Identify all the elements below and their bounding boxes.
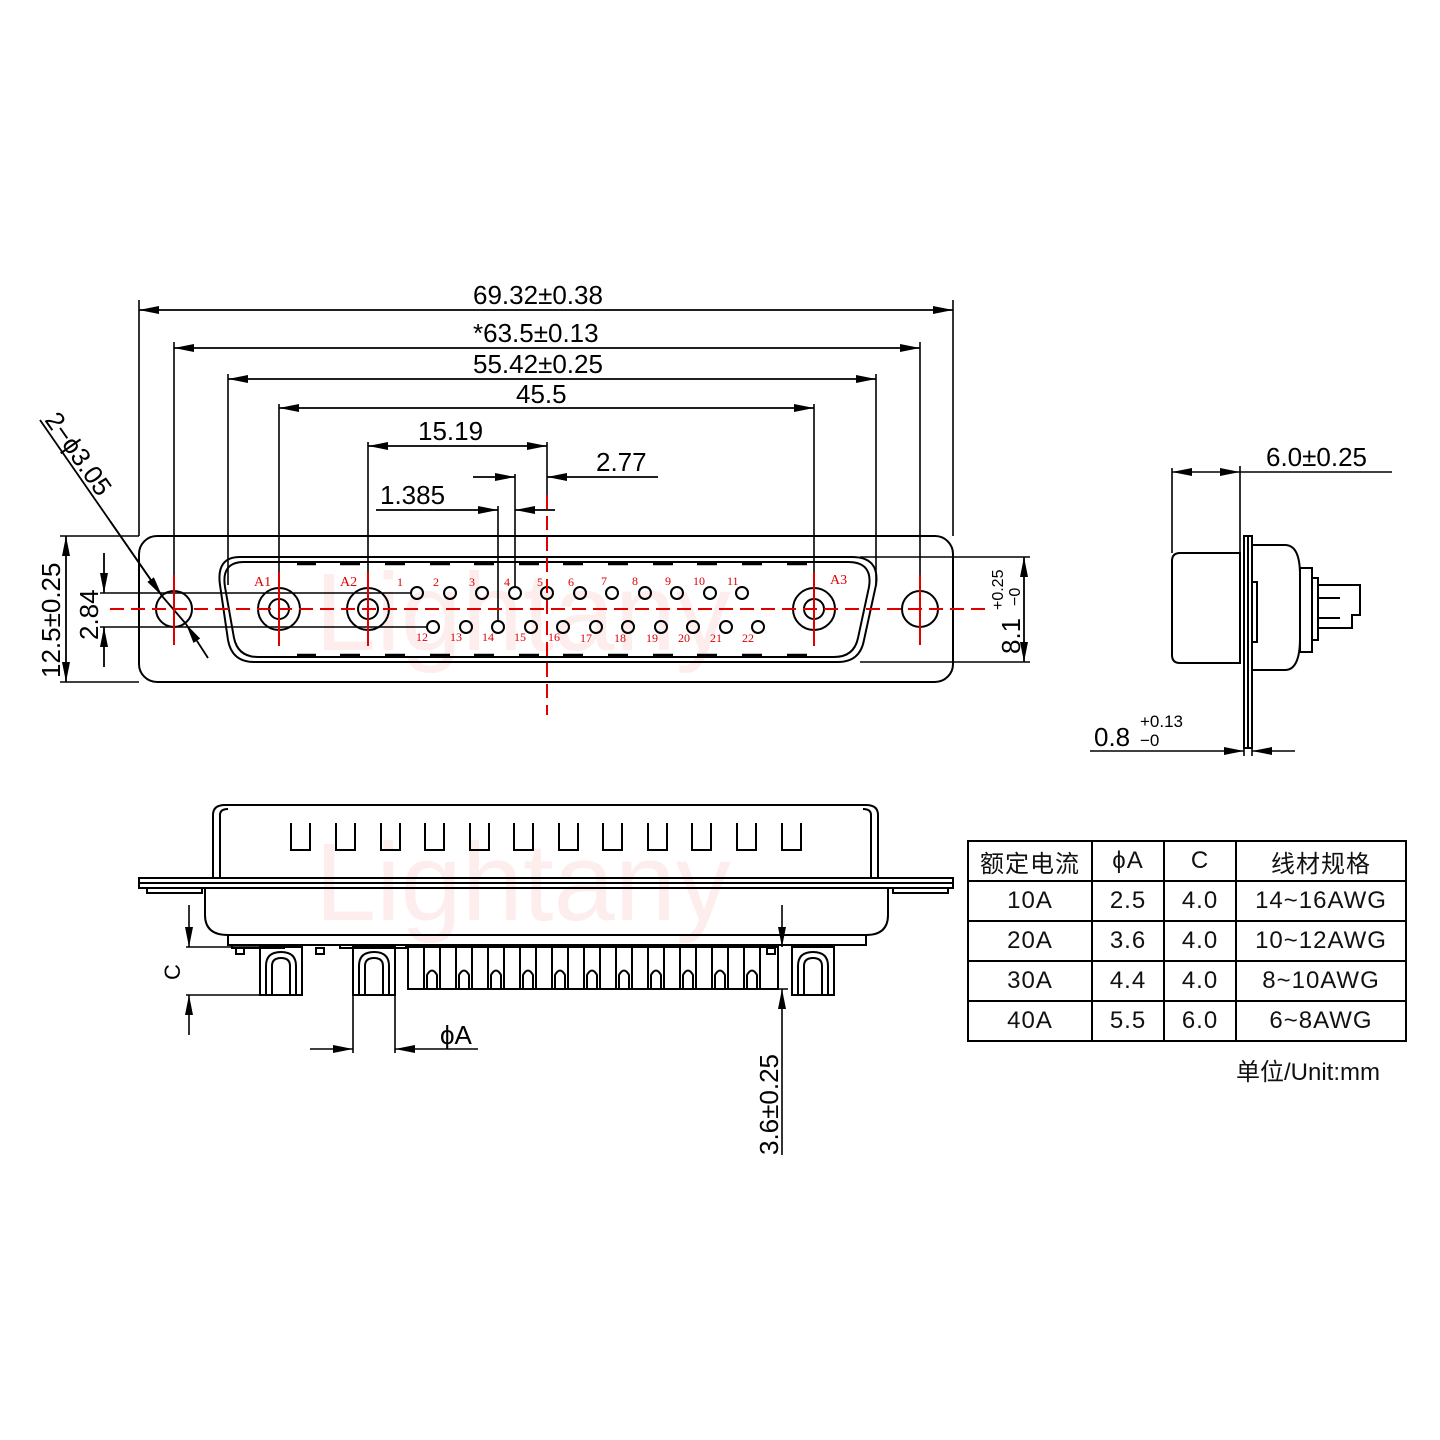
dim-mounting-pitch: *63.5±0.13 [473, 318, 599, 348]
dim-depth: 6.0±0.25 [1266, 442, 1367, 472]
header-rated-current: 额定电流 [967, 840, 1093, 882]
svg-text:9: 9 [665, 574, 671, 588]
dim-mounting-holes: 2−ϕ3.05 [39, 406, 118, 501]
dim-row-spacing: 2.84 [74, 589, 104, 640]
side-view [1090, 466, 1392, 756]
signal-pins-bottom-row [426, 620, 765, 634]
top-view-dimension-labels: 69.32±0.38 *63.5±0.13 55.42±0.25 45.5 15… [36, 280, 1026, 678]
svg-text:4: 4 [504, 575, 510, 589]
svg-text:14: 14 [482, 630, 494, 644]
svg-text:5: 5 [537, 575, 543, 589]
table-row: 20A 3.6 4.0 10~12AWG [967, 920, 1407, 962]
svg-text:2: 2 [433, 575, 439, 589]
shell-slots [290, 823, 802, 851]
svg-text:12: 12 [416, 630, 428, 644]
shell-outer [218, 556, 878, 663]
table-row: 10A 2.5 4.0 14~16AWG [967, 880, 1407, 922]
dim-flange-thickness-tol-minus: −0 [1140, 731, 1159, 750]
svg-text:17: 17 [580, 631, 592, 645]
header-c: C [1163, 840, 1237, 882]
svg-text:22: 22 [742, 631, 754, 645]
header-wire-spec: 线材规格 [1235, 840, 1407, 882]
dim-shell-height-tol-plus: +0.25 [990, 569, 1007, 610]
table-header-row: 额定电流 ϕA C 线材规格 [967, 840, 1407, 882]
front-view [138, 804, 954, 1155]
svg-text:1: 1 [397, 575, 403, 589]
svg-text:7: 7 [601, 574, 607, 588]
centerlines [110, 495, 985, 715]
dim-overall-width: 69.32±0.38 [473, 280, 603, 310]
svg-text:11: 11 [727, 574, 739, 588]
table-row: 40A 5.5 6.0 6~8AWG [967, 1000, 1407, 1042]
header-diameter-a: ϕA [1091, 840, 1165, 882]
svg-text:18: 18 [614, 631, 626, 645]
dim-flange-thickness: 0.8 [1094, 722, 1130, 752]
svg-text:6: 6 [568, 575, 574, 589]
svg-text:15: 15 [514, 630, 526, 644]
unit-note: 单位/Unit:mm [1236, 1059, 1380, 1086]
svg-text:3: 3 [469, 575, 475, 589]
shell-inner [223, 561, 871, 658]
watermark-top: Lightany [315, 551, 731, 674]
dim-shell-width: 55.42±0.25 [473, 349, 603, 379]
spec-table: 额定电流 ϕA C 线材规格 10A 2.5 4.0 14~16AWG 20A … [967, 840, 1407, 1042]
svg-text:21: 21 [710, 631, 722, 645]
center-marks [173, 572, 921, 646]
side-view-dimension-labels: 6.0±0.25 0.8 +0.13 −0 [1094, 442, 1367, 752]
power-terminals [231, 944, 835, 996]
dim-a1-a3: 45.5 [516, 379, 567, 409]
svg-text:8: 8 [632, 574, 638, 588]
dim-contact-diameter: ϕA [440, 1020, 473, 1050]
svg-text:A1: A1 [254, 575, 271, 590]
signal-terminals [407, 946, 779, 990]
svg-text:16: 16 [548, 630, 560, 644]
dim-row-offset: 1.385 [380, 480, 445, 510]
pin-labels: A1 A2 A3 1 2 3 4 5 6 7 8 9 10 11 12 13 1… [254, 573, 847, 645]
front-view-dimension-labels: C ϕA 3.6±0.25 [160, 964, 784, 1155]
signal-pins-top-row [410, 586, 749, 600]
dim-flange-height: 12.5±0.25 [36, 563, 66, 678]
table-row: 30A 4.4 4.0 8~10AWG [967, 960, 1407, 1002]
svg-text:13: 13 [450, 630, 462, 644]
dim-shell-height-tol-minus: −0 [1007, 588, 1024, 606]
svg-text:A2: A2 [340, 575, 357, 590]
dim-pin-pitch: 2.77 [596, 447, 647, 477]
svg-text:20: 20 [678, 631, 690, 645]
svg-text:A3: A3 [830, 573, 847, 588]
dim-shell-height: 8.1 [996, 618, 1026, 654]
svg-text:10: 10 [693, 574, 705, 588]
dim-contact-height: C [160, 964, 185, 980]
dim-pin-tail: 3.6±0.25 [754, 1054, 784, 1155]
dim-a2-center: 15.19 [418, 416, 483, 446]
dim-flange-thickness-tol-plus: +0.13 [1140, 712, 1183, 731]
svg-text:19: 19 [646, 631, 658, 645]
